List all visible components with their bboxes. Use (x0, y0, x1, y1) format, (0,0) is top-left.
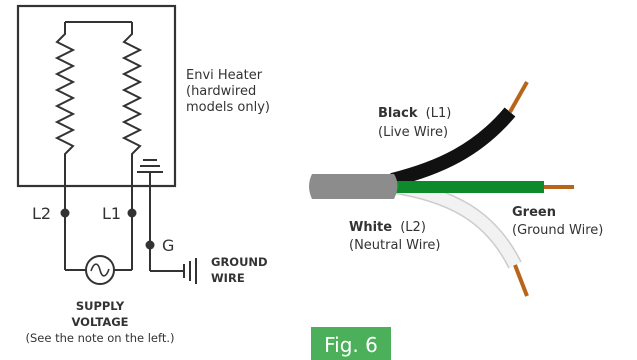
heater-label-line-1: Envi Heater (186, 68, 263, 83)
heater-enclosure (16, 4, 177, 188)
figure-label: Fig. 6 (324, 333, 378, 357)
black-wire-copper-tip (508, 81, 529, 113)
supply-voltage-label-line-2: VOLTAGE (71, 315, 128, 329)
green-wire (392, 181, 544, 193)
heating-element-right (121, 22, 143, 186)
heater-schematic (16, 4, 197, 285)
ground-wire-label-line-2: WIRE (211, 271, 245, 285)
cable-illustration (309, 81, 574, 297)
terminal-l2-label: L2 (32, 204, 51, 223)
black-wire-code: (L1) (426, 106, 452, 121)
terminal-g-dot (145, 240, 155, 250)
ac-supply-symbol (85, 255, 115, 285)
heating-element-left (54, 22, 76, 186)
white-wire-copper-tip (513, 264, 529, 297)
green-wire-desc: (Ground Wire) (512, 223, 603, 238)
heater-label-line-2: (hardwired (186, 84, 256, 99)
black-wire (390, 107, 516, 187)
ac-sine-wave (90, 263, 110, 277)
green-wire-name: Green (512, 205, 556, 220)
green-wire-copper-tip (544, 185, 574, 189)
white-wire-label: White (L2) (349, 220, 426, 235)
ground-wire-label-line-1: GROUND (211, 255, 268, 269)
terminal-l2-dot (60, 208, 70, 218)
figure-badge (311, 327, 391, 360)
supply-voltage-note: (See the note on the left.) (26, 331, 175, 345)
white-wire-name: White (349, 220, 392, 235)
white-wire-desc: (Neutral Wire) (349, 238, 441, 253)
heater-label-line-3: models only) (186, 100, 270, 115)
terminal-g-label: G (162, 236, 174, 255)
black-wire-desc: (Live Wire) (378, 125, 448, 140)
supply-voltage-label-line-1: SUPPLY (76, 299, 125, 313)
black-wire-label: Black (L1) (378, 106, 451, 121)
terminal-l1-dot (127, 208, 137, 218)
cable-jacket (309, 174, 398, 199)
white-wire-code: (L2) (400, 220, 426, 235)
terminal-l1-label: L1 (102, 204, 121, 223)
black-wire-name: Black (378, 106, 418, 121)
